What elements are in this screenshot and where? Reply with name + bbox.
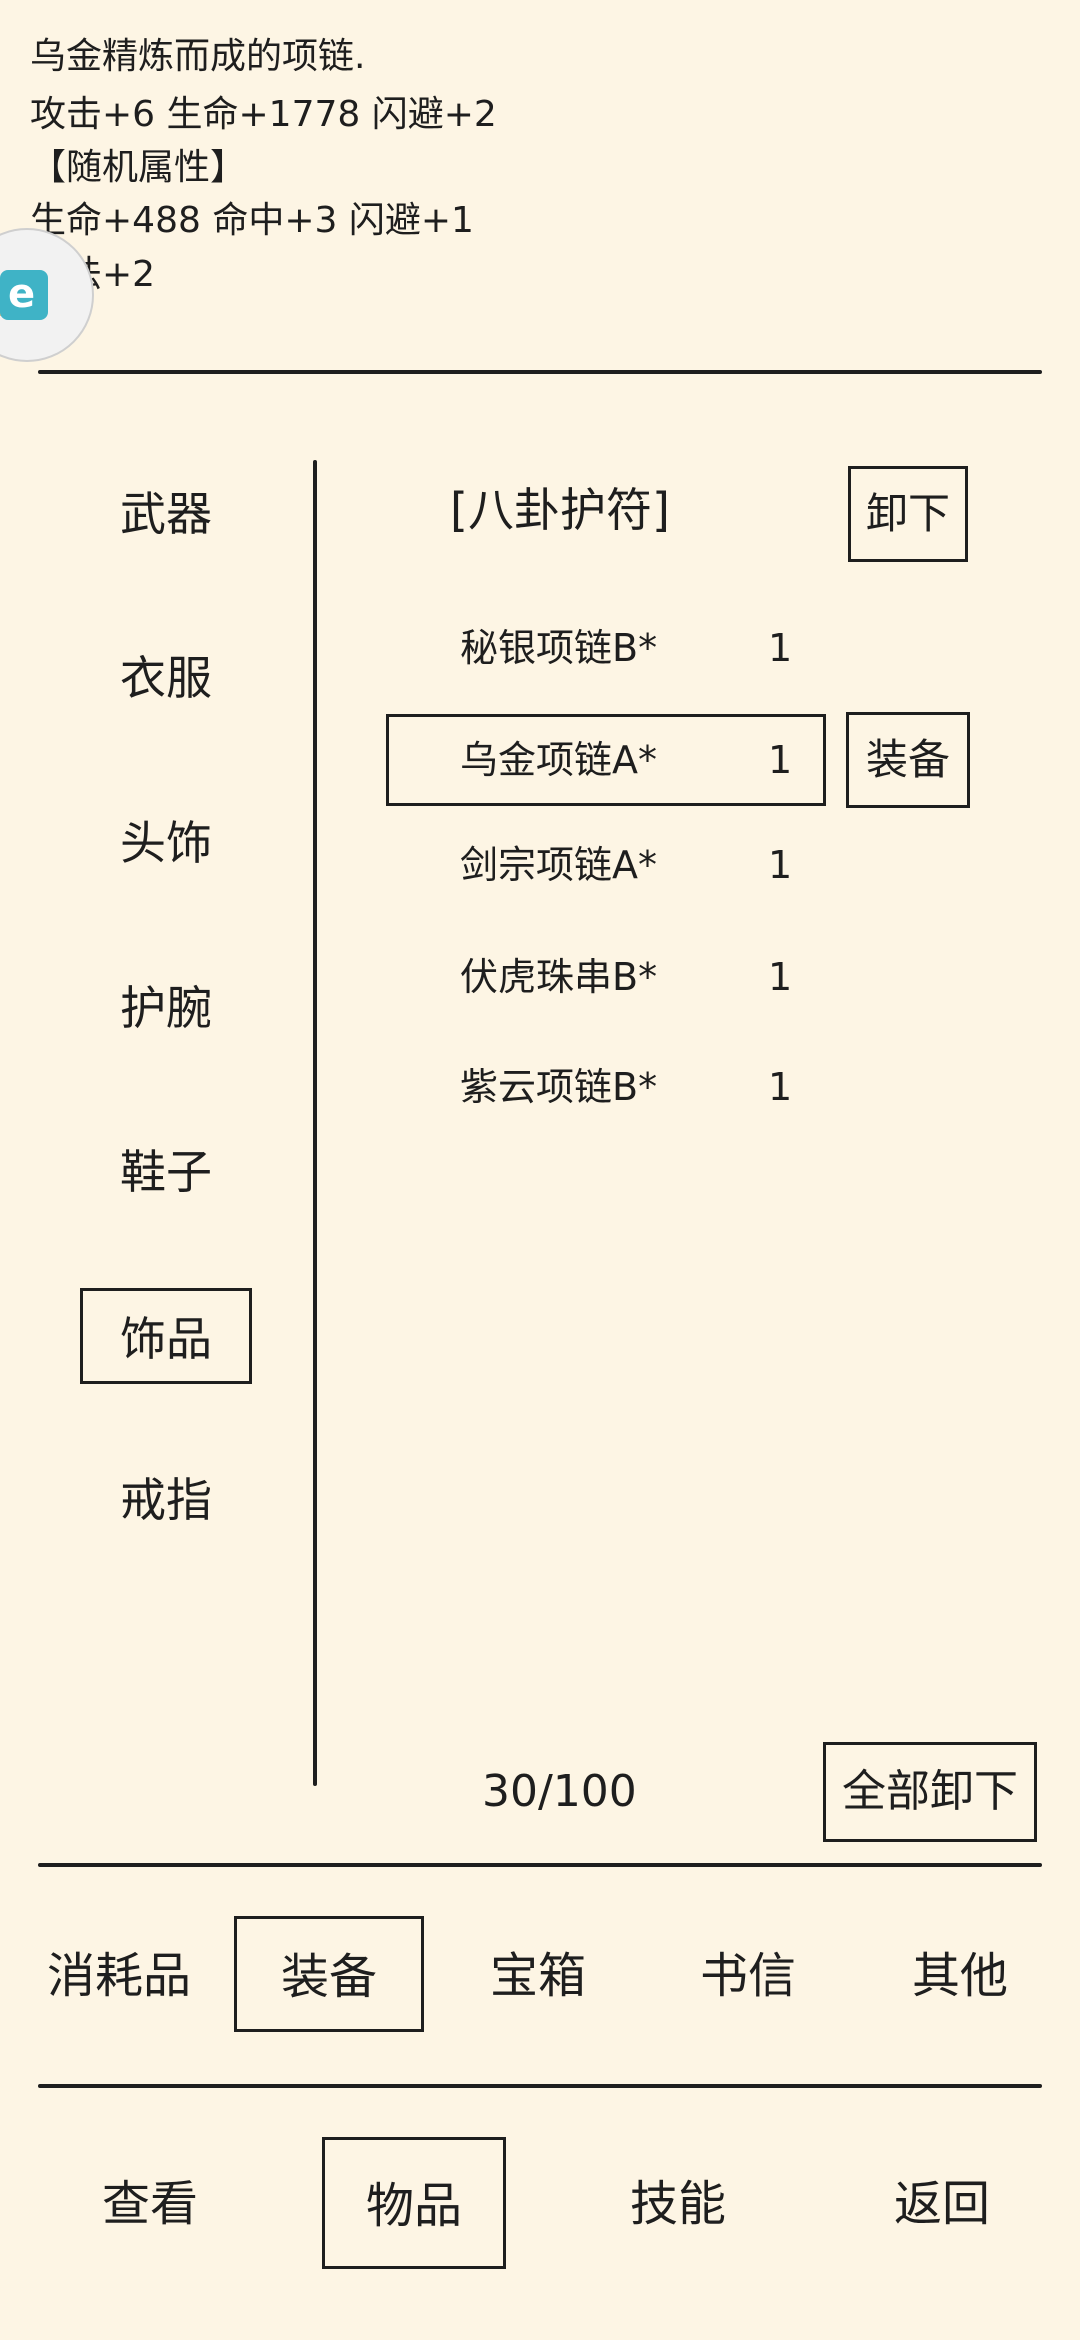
category-divider — [313, 460, 317, 1786]
category-clothes[interactable]: 衣服 — [120, 651, 212, 705]
tab-chests[interactable]: 宝箱 — [489, 1948, 586, 2004]
category-ring[interactable]: 戒指 — [120, 1473, 212, 1527]
item-name: 伏虎珠串B* — [460, 955, 658, 999]
capacity-counter: 30/100 — [482, 1766, 637, 1817]
nav-skills[interactable]: 技能 — [629, 2176, 726, 2232]
unequip-all-button[interactable]: 全部卸下 — [823, 1742, 1037, 1842]
item-quantity: 1 — [768, 738, 793, 782]
app-shortcut-glyph: e — [8, 271, 36, 317]
item-name: 紫云项链B* — [460, 1065, 658, 1109]
tab-equipment[interactable]: 装备 — [234, 1916, 424, 2032]
list-item[interactable]: 秘银项链B* 1 — [384, 613, 826, 683]
item-name: 秘银项链B* — [460, 626, 658, 670]
divider — [38, 370, 1042, 374]
divider — [38, 2084, 1042, 2088]
nav-view[interactable]: 查看 — [101, 2176, 198, 2232]
description-line: 乌金精炼而成的项链. — [30, 36, 366, 77]
floating-shortcut-button[interactable]: e — [0, 228, 94, 362]
item-name: 剑宗项链A* — [460, 843, 657, 887]
list-item[interactable]: 剑宗项链A* 1 — [384, 840, 826, 910]
equipped-item-name: [八卦护符] — [450, 483, 670, 537]
description-line: 【随机属性】 — [30, 147, 247, 188]
item-quantity: 1 — [768, 955, 793, 999]
list-item-selected[interactable]: 乌金项链A* 1 — [386, 714, 826, 806]
tab-other[interactable]: 其他 — [911, 1948, 1008, 2004]
category-accessory[interactable]: 饰品 — [80, 1288, 252, 1384]
description-line: 攻击+6 生命+1778 闪避+2 — [30, 94, 497, 135]
category-weapon[interactable]: 武器 — [120, 487, 212, 541]
equip-button[interactable]: 装备 — [846, 712, 970, 808]
tab-consumables[interactable]: 消耗品 — [46, 1948, 191, 2004]
unequip-button[interactable]: 卸下 — [848, 466, 968, 562]
item-name: 乌金项链A* — [460, 738, 657, 782]
category-shoes[interactable]: 鞋子 — [120, 1145, 212, 1199]
list-item[interactable]: 伏虎珠串B* 1 — [384, 952, 826, 1022]
divider — [38, 1863, 1042, 1867]
nav-back[interactable]: 返回 — [893, 2176, 990, 2232]
category-bracer[interactable]: 护腕 — [120, 981, 212, 1035]
nav-items[interactable]: 物品 — [322, 2137, 506, 2269]
item-quantity: 1 — [768, 626, 793, 670]
list-item[interactable]: 紫云项链B* 1 — [384, 1062, 826, 1132]
category-headwear[interactable]: 头饰 — [120, 816, 212, 870]
tab-letters[interactable]: 书信 — [699, 1948, 796, 2004]
description-line: 生命+488 命中+3 闪避+1 — [30, 200, 474, 241]
app-shortcut-icon — [0, 270, 48, 320]
item-quantity: 1 — [768, 1065, 793, 1109]
item-quantity: 1 — [768, 843, 793, 887]
